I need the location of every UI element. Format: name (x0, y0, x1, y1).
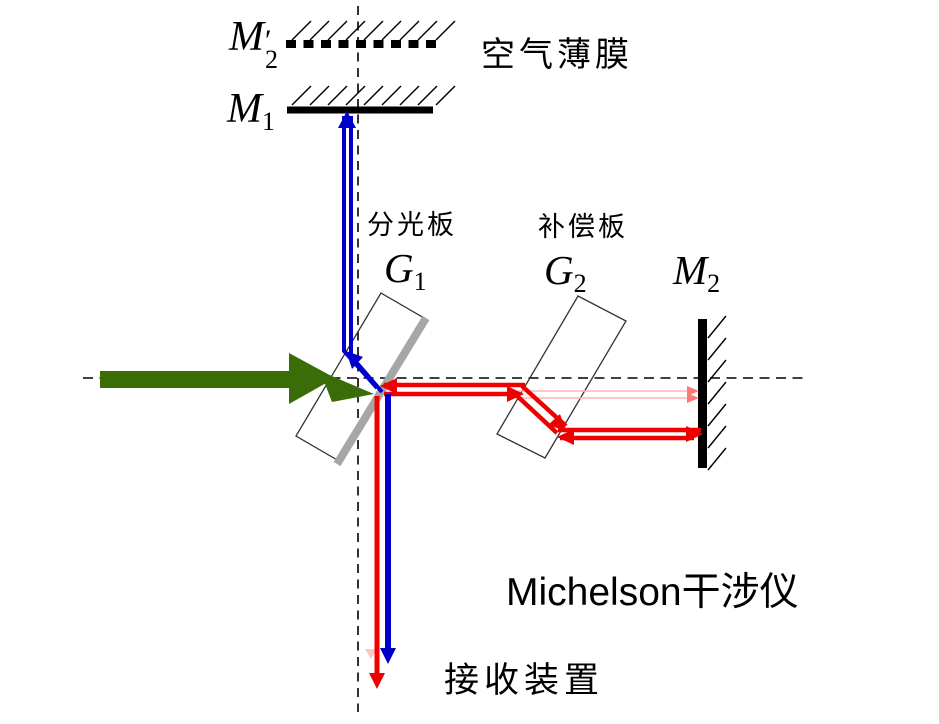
mirror-m1 (287, 85, 456, 114)
faint-ghost-arrowhead (365, 649, 377, 659)
incident-beam-refracted-tip (320, 371, 374, 402)
faint-arrowhead-lower (687, 393, 699, 403)
g2-label-base: G (544, 247, 574, 293)
mirror-m2-bar (698, 319, 707, 468)
virtual-mirror-label-marks: ′2 (265, 24, 278, 74)
faint-transmitted-beams (365, 386, 699, 659)
mirror2-label-base: M (673, 247, 708, 293)
mirror-m1-hatching (291, 85, 456, 106)
compensator-outline (496, 295, 627, 459)
virtual-mirror-hatching (291, 20, 456, 41)
compensator-g2 (496, 295, 627, 459)
mirror1-label-base: M (227, 86, 262, 132)
prime-mark: ′ (265, 24, 272, 57)
virtual-mirror-m2-prime (286, 20, 456, 48)
blue-arrowhead-at-mirror1 (338, 111, 356, 128)
red-arrowhead-refracted (548, 414, 566, 431)
incident-beam-body (100, 371, 290, 388)
compensator-name-label: 补偿板 (538, 212, 628, 242)
subscript-2: 2 (265, 45, 278, 74)
mirror2-label-sub: 2 (707, 269, 721, 298)
virtual-mirror-label: M′2 (229, 14, 278, 74)
g1-label-sub: 1 (413, 267, 427, 296)
red-arrowhead-to-receiver (369, 673, 385, 689)
g2-label: G2 (544, 247, 587, 297)
mirror-m2 (698, 315, 727, 471)
incident-beam-arrow (100, 353, 374, 404)
blue-arrowhead-at-bend (346, 351, 363, 369)
g2-label-sub: 2 (573, 269, 587, 298)
g1-label-base: G (384, 245, 414, 291)
mirror1-label: M1 (227, 86, 275, 135)
air-film-label: 空气薄膜 (481, 37, 633, 74)
mirror-m2-hatching (707, 315, 727, 471)
red-arrowhead-to-splitter (380, 378, 397, 394)
red-arrowhead-back-to-compensator (557, 429, 574, 445)
g1-label: G1 (384, 245, 427, 295)
red-beam-path (369, 378, 703, 689)
receiver-label: 接收装置 (444, 661, 605, 700)
incident-beam-head (289, 353, 335, 404)
virtual-mirror-label-base: M (229, 14, 264, 60)
blue-beam-path (338, 111, 396, 664)
blue-arrowhead-to-receiver (380, 648, 396, 664)
mirror1-label-sub: 1 (262, 107, 275, 136)
red-arrowhead-at-mirror2 (686, 426, 703, 442)
faint-arrowhead-upper (687, 386, 699, 396)
figure-caption: Michelson干涉仪 (506, 571, 799, 614)
mirror2-label: M2 (673, 247, 720, 297)
beam-splitter-name-label: 分光板 (367, 210, 457, 240)
